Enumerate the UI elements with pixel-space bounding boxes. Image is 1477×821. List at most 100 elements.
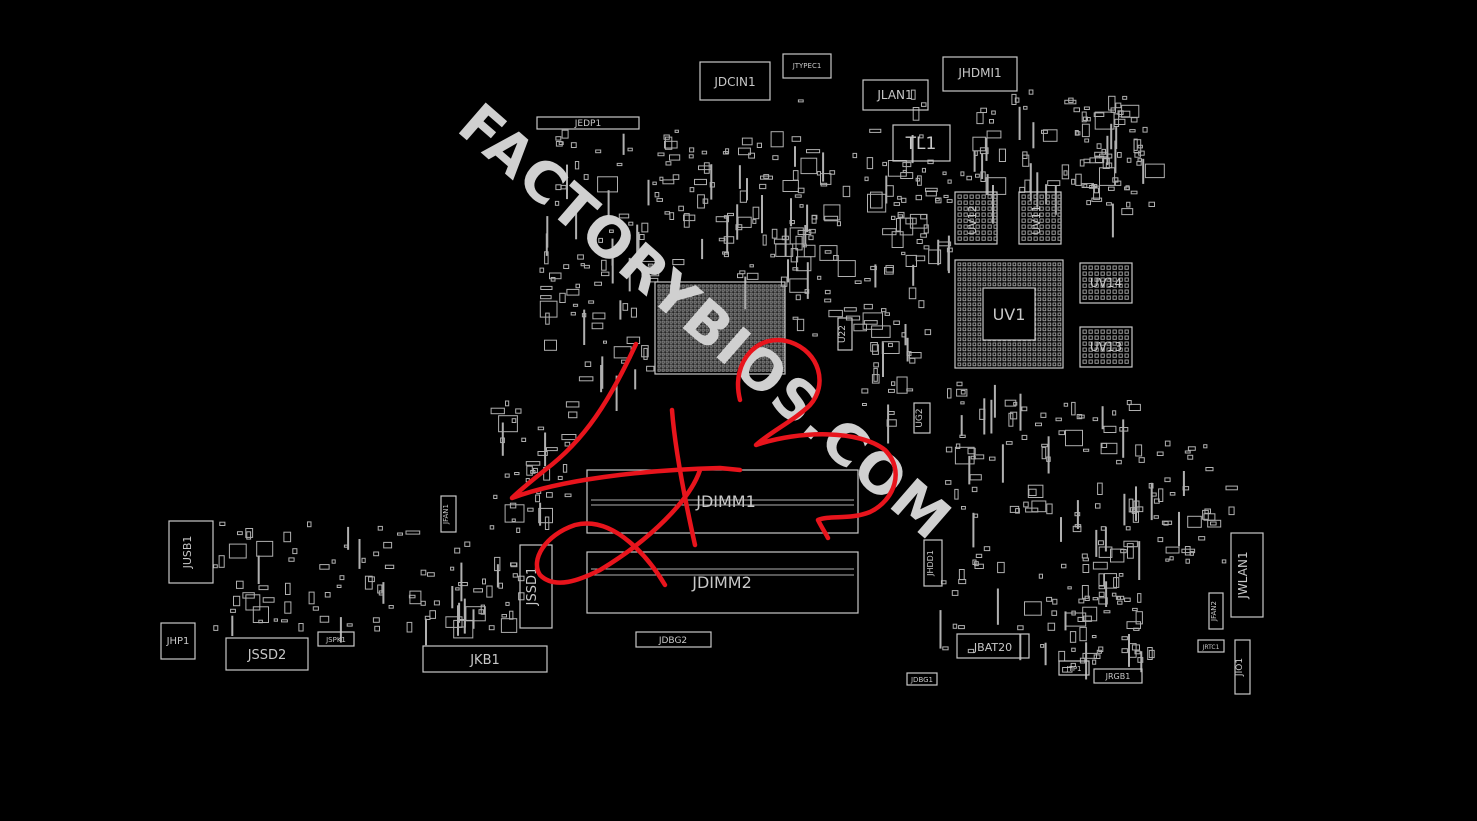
bga-ball (697, 296, 701, 300)
bga-ball (1045, 200, 1050, 205)
passive-component (739, 270, 746, 275)
component-label: JRTC1 (1202, 644, 1220, 651)
passive-component (628, 221, 634, 226)
component-jrtc1[interactable]: JRTC1 (1197, 639, 1225, 653)
component-jdbg1[interactable]: JDBG1 (906, 672, 938, 686)
passive-component (364, 575, 373, 590)
bga-ball (992, 362, 997, 367)
component-label: UV14 (1090, 276, 1122, 290)
component-ug2[interactable]: UG2 (913, 402, 931, 434)
component-jio1[interactable]: JIO1 (1234, 639, 1251, 695)
component-jusb1[interactable]: JUSB1 (168, 520, 214, 584)
passive-component (1055, 417, 1062, 422)
component-jssd2[interactable]: JSSD2 (225, 637, 309, 671)
component-uv1[interactable]: UV1 (954, 259, 1064, 369)
component-jdbg2[interactable]: JDBG2 (635, 631, 712, 648)
bga-ball (673, 344, 677, 348)
bga-ball (982, 272, 987, 277)
passive-component (1135, 486, 1137, 521)
bga-ball (962, 302, 967, 307)
bga-ball (665, 332, 669, 336)
bga-ball (685, 292, 689, 296)
passive-component (973, 150, 976, 172)
passive-component (1137, 657, 1144, 663)
passive-component (1076, 414, 1083, 420)
component-jbat20[interactable]: JBAT20 (956, 633, 1030, 659)
bga-ball (705, 368, 709, 372)
passive-component (1082, 652, 1097, 659)
bga-ball (765, 308, 769, 312)
component-jlan1[interactable]: JLAN1 (862, 79, 929, 111)
bga-ball (701, 308, 705, 312)
component-uv13[interactable]: UV13 (1079, 326, 1133, 368)
component-u22[interactable]: U22 (837, 317, 853, 351)
component-cpu[interactable] (654, 281, 786, 375)
component-uv12[interactable]: UV12 (954, 191, 998, 245)
bga-ball (717, 368, 721, 372)
bga-ball (977, 327, 982, 332)
bga-ball (962, 317, 967, 322)
component-jspk1[interactable]: JSPK1 (317, 631, 355, 647)
passive-component (893, 202, 900, 206)
bga-ball (717, 336, 721, 340)
component-uv11[interactable]: UV11 (1018, 191, 1062, 245)
passive-component (797, 187, 805, 194)
bga-ball (737, 340, 741, 344)
passive-component (912, 107, 920, 121)
bga-ball (709, 320, 713, 324)
component-jtypec1[interactable]: JTYPEC1 (782, 53, 832, 79)
bga-ball (1118, 341, 1123, 346)
passive-component (870, 191, 883, 209)
passive-component (797, 99, 804, 103)
passive-component (942, 646, 949, 651)
passive-component (611, 258, 614, 284)
bga-ball (685, 332, 689, 336)
passive-component (671, 278, 678, 284)
bga-ball (982, 352, 987, 357)
component-jfan2[interactable]: JFAN2 (1208, 592, 1224, 630)
component-jdcin1[interactable]: JDCIN1 (699, 61, 771, 101)
bga-ball (661, 364, 665, 368)
bga-ball (1052, 262, 1057, 267)
bga-ball (709, 296, 713, 300)
passive-component (884, 312, 890, 316)
bga-ball (741, 344, 745, 348)
passive-component (550, 277, 556, 282)
component-jwlan1[interactable]: JWLAN1 (1230, 532, 1264, 618)
bga-ball (957, 347, 962, 352)
passive-component (1111, 203, 1114, 238)
passive-component (1202, 509, 1209, 520)
bga-ball (681, 328, 685, 332)
bga-ball (701, 368, 705, 372)
component-jhdd1[interactable]: JHDD1 (923, 539, 943, 587)
bga-ball (977, 337, 982, 342)
component-jhdmi1[interactable]: JHDMI1 (942, 56, 1018, 92)
component-uv14[interactable]: UV14 (1079, 262, 1133, 304)
passive-component (501, 614, 507, 618)
component-jdimm2[interactable]: JDIMM2 (586, 551, 859, 614)
component-jkb1[interactable]: JKB1 (422, 645, 548, 673)
bga-ball (737, 332, 741, 336)
component-jhp1[interactable]: JHP1 (160, 622, 196, 660)
passive-component (790, 198, 792, 227)
component-jrgb1[interactable]: JRGB1 (1093, 668, 1143, 684)
passive-component (515, 408, 522, 414)
bga-ball (969, 224, 974, 229)
bga-ball (1042, 272, 1047, 277)
bga-ball (1002, 262, 1007, 267)
component-jfan1[interactable]: JFAN1 (440, 495, 457, 533)
passive-component (639, 234, 645, 240)
bga-ball (733, 304, 737, 308)
passive-component (1156, 451, 1164, 456)
passive-component (1135, 611, 1143, 625)
component-jssd1[interactable]: JSSD1 (519, 544, 553, 629)
bga-ball (1118, 353, 1123, 358)
bga-ball (741, 292, 745, 296)
bga-ball (669, 356, 673, 360)
component-jtp1[interactable]: JTP1 (1058, 660, 1090, 676)
passive-component (453, 619, 474, 639)
passive-component (373, 551, 380, 557)
component-tl1[interactable]: TL1 (892, 124, 951, 162)
bga-ball (661, 308, 665, 312)
component-jedp1[interactable]: JEDP1 (536, 116, 640, 130)
